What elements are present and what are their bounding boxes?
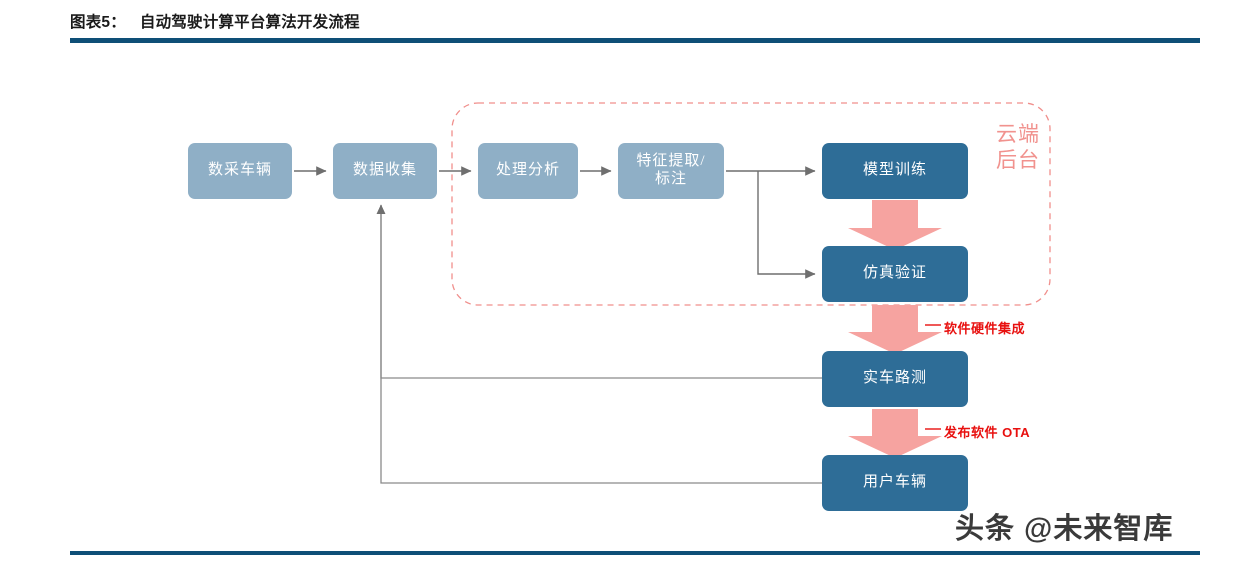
figure-number: 图表5： [70, 14, 126, 31]
node-processing-analysis[interactable]: 处理分析 [478, 143, 578, 199]
label-ota-release: 发布软件 OTA [944, 422, 1030, 441]
node-label: 数据收集 [352, 162, 417, 179]
pink-arrow-model-to-simulation [848, 200, 942, 250]
node-label: 处理分析 [495, 162, 560, 179]
node-simulation-validation[interactable]: 仿真验证 [822, 246, 968, 302]
page-title: 图表5： 自动驾驶计算平台算法开发流程 [70, 10, 360, 32]
node-label: 用户车辆 [862, 474, 927, 491]
node-label: 数采车辆 [207, 162, 272, 179]
node-user-vehicle[interactable]: 用户车辆 [822, 455, 968, 511]
node-label: 仿真验证 [862, 265, 927, 282]
node-label: 模型训练 [862, 162, 927, 179]
cloud-boundary-label: 云端 后台 [996, 122, 1040, 173]
label-software-hardware-integration: 软件硬件集成 [944, 318, 1025, 337]
arrow-feature-to-simulation [757, 171, 816, 279]
watermark: 头条 @未来智库 [955, 513, 1174, 545]
label-text: 发布软件 OTA [944, 425, 1031, 440]
node-model-training[interactable]: 模型训练 [822, 143, 968, 199]
header-rule [70, 38, 1200, 43]
label-text: 软件硬件集成 [944, 321, 1026, 336]
pink-arrow-roadtest-to-uservehicle [848, 409, 942, 458]
cloud-label-line-1: 云端 [996, 122, 1040, 146]
figure-title-text: 自动驾驶计算平台算法开发流程 [139, 14, 360, 31]
node-label: 特征提取/ 标注 [636, 153, 706, 187]
pink-arrow-simulation-to-roadtest [848, 305, 942, 354]
node-data-vehicle[interactable]: 数采车辆 [188, 143, 292, 199]
footer-rule [70, 551, 1200, 555]
arrow-uservehicle-feedback [376, 204, 822, 484]
cloud-label-line-2: 后台 [996, 147, 1040, 172]
node-label: 实车路测 [862, 370, 927, 387]
node-road-test[interactable]: 实车路测 [822, 351, 968, 407]
node-data-collection[interactable]: 数据收集 [333, 143, 437, 199]
node-feature-extraction[interactable]: 特征提取/ 标注 [618, 143, 724, 199]
arrow-roadtest-feedback [376, 204, 822, 379]
